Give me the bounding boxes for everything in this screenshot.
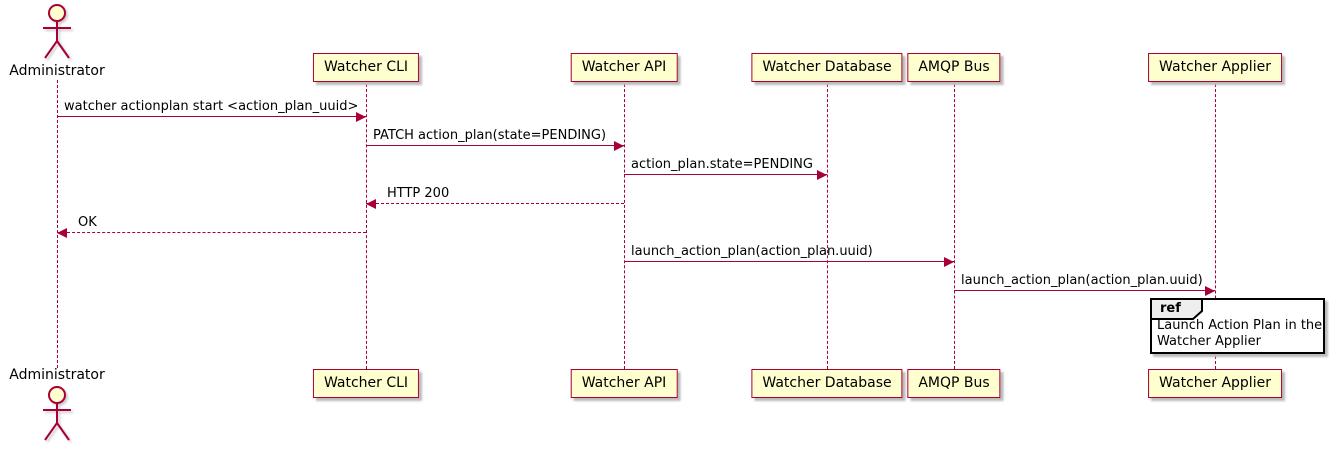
message-label: launch_action_plan(action_plan.uuid) (961, 273, 1203, 288)
lifeline-amqp-bus (954, 84, 955, 369)
arrowhead-right-icon (614, 141, 624, 151)
msg-ok: OK (57, 213, 366, 238)
arrowhead-right-icon (817, 170, 827, 180)
lifeline-watcher-cli (366, 84, 367, 369)
message-line (954, 290, 1215, 291)
ref-body: Launch Action Plan in the Watcher Applie… (1157, 318, 1322, 350)
message-line (57, 232, 366, 233)
lifeline-watcher-applier (1215, 84, 1216, 369)
msg-patch-action-plan: PATCH action_plan(state=PENDING) (366, 126, 624, 151)
message-label: HTTP 200 (387, 186, 450, 201)
arrowhead-right-icon (944, 257, 954, 267)
actor-label-top: Administrator (9, 63, 105, 79)
message-label: OK (78, 215, 97, 230)
msg-launch-action-plan-amqp-applier: launch_action_plan(action_plan.uuid) (954, 271, 1215, 296)
ref-fragment: ref Launch Action Plan in the Watcher Ap… (1150, 298, 1325, 354)
message-label: action_plan.state=PENDING (631, 157, 813, 172)
participant-watcher-applier-bottom: Watcher Applier (1148, 369, 1282, 398)
message-line (624, 261, 954, 262)
ref-text-line: Launch Action Plan in the (1157, 318, 1323, 333)
participant-amqp-bus-bottom: AMQP Bus (907, 369, 1001, 398)
msg-actionplan-start: watcher actionplan start <action_plan_uu… (57, 97, 366, 122)
message-label: watcher actionplan start <action_plan_uu… (64, 99, 359, 114)
message-label: launch_action_plan(action_plan.uuid) (631, 244, 873, 259)
actor-icon (43, 4, 71, 59)
actor-icon (43, 386, 71, 441)
participant-watcher-api-top: Watcher API (570, 53, 678, 82)
arrowhead-right-icon (356, 112, 366, 122)
lifeline-watcher-api (624, 84, 625, 369)
participant-watcher-cli-bottom: Watcher CLI (312, 369, 420, 398)
message-line (366, 203, 624, 204)
message-line (366, 145, 624, 146)
participant-watcher-database-top: Watcher Database (751, 53, 903, 82)
actor-label-bottom: Administrator (9, 367, 105, 383)
arrowhead-right-icon (1205, 286, 1215, 296)
msg-http-200: HTTP 200 (366, 184, 624, 209)
participant-watcher-api-bottom: Watcher API (570, 369, 678, 398)
msg-action-plan-state-pending: action_plan.state=PENDING (624, 155, 827, 180)
participant-amqp-bus-top: AMQP Bus (907, 53, 1001, 82)
participant-watcher-database-bottom: Watcher Database (751, 369, 903, 398)
ref-tab-shape (1150, 298, 1203, 320)
participant-watcher-applier-top: Watcher Applier (1148, 53, 1282, 82)
message-line (624, 174, 827, 175)
participant-watcher-cli-top: Watcher CLI (312, 53, 420, 82)
arrowhead-left-icon (57, 228, 67, 238)
ref-text-line: Watcher Applier (1157, 334, 1261, 349)
message-label: PATCH action_plan(state=PENDING) (373, 128, 607, 143)
msg-launch-action-plan-api-amqp: launch_action_plan(action_plan.uuid) (624, 242, 954, 267)
lifeline-watcher-database (827, 84, 828, 369)
lifeline-administrator (57, 80, 58, 368)
arrowhead-left-icon (366, 199, 376, 209)
ref-keyword: ref (1160, 301, 1181, 316)
message-line (57, 116, 366, 117)
